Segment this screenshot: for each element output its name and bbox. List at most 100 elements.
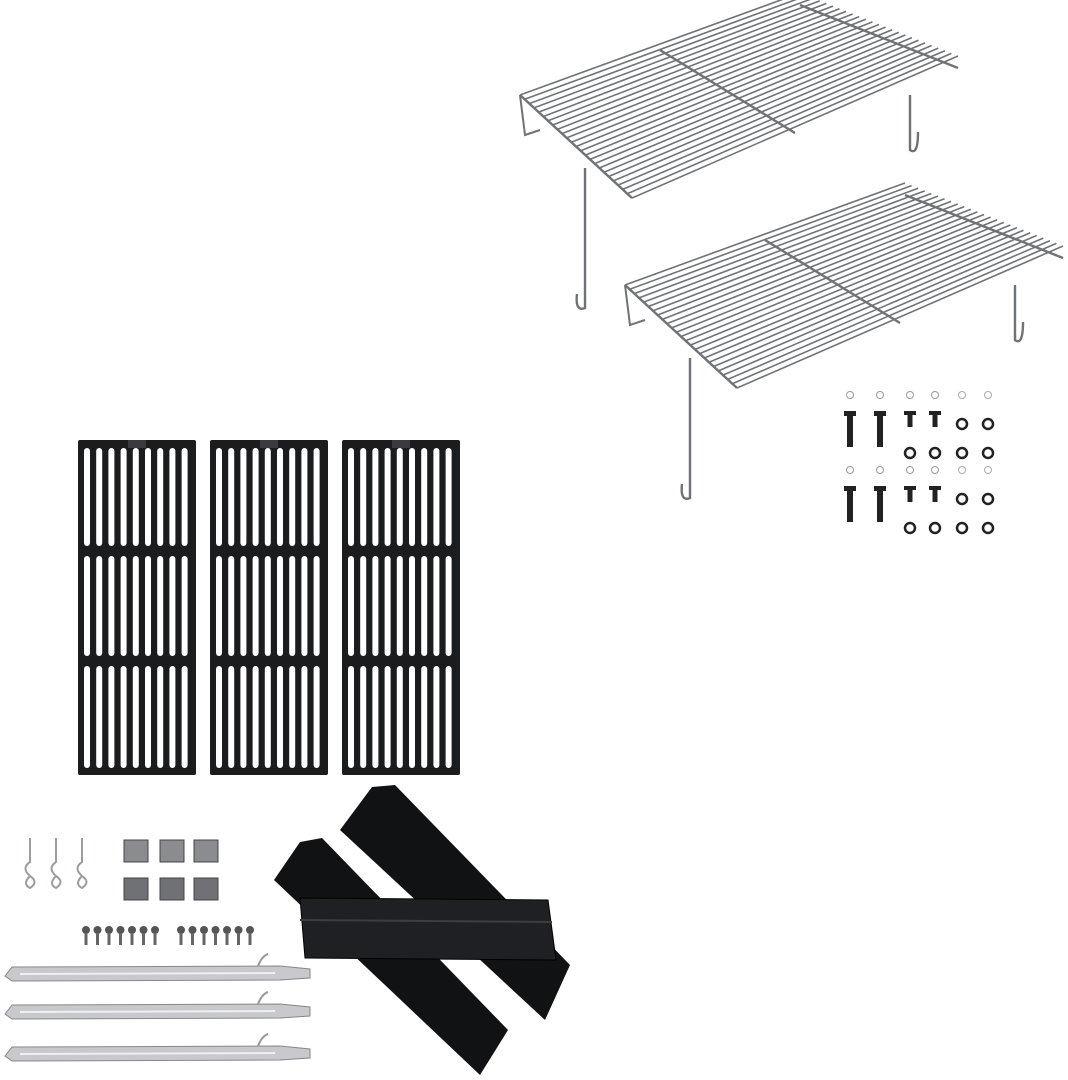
small-bolt-head [931, 466, 939, 474]
grate-notch [260, 440, 278, 448]
grate-slot [169, 556, 176, 656]
grate-slot [181, 448, 188, 546]
rack-wire [529, 0, 811, 105]
short-bolt [932, 413, 938, 427]
screw-head [105, 926, 113, 934]
grate-slot [301, 666, 308, 768]
grate-slot [421, 556, 428, 656]
burner-bracket [257, 1033, 269, 1047]
short-bolt [907, 413, 913, 427]
bolt-head [904, 411, 916, 415]
rack-frame-wire [904, 193, 1064, 260]
burner-tube [4, 953, 311, 982]
grate-slot [169, 448, 176, 546]
screw-shank [107, 933, 111, 945]
grate-slot [384, 448, 391, 546]
heat-plate [299, 897, 557, 961]
rack-leg [575, 168, 587, 310]
grate-slot [384, 666, 391, 768]
grate-slot [372, 556, 379, 656]
rack-wire [690, 219, 998, 346]
cooking-grate [78, 440, 196, 775]
rack-wire [566, 18, 867, 139]
plate-edge [299, 919, 553, 923]
grate-slot [120, 556, 127, 656]
mounting-bracket [159, 839, 185, 863]
screw-head [211, 926, 220, 934]
rack-wire [547, 8, 840, 122]
grate-slot [313, 448, 320, 546]
washer [903, 446, 917, 460]
bolt-head [929, 411, 941, 415]
grate-slot [360, 448, 367, 546]
rack-hardware-kit [844, 391, 995, 535]
long-bolt [877, 413, 883, 447]
rack-wire [657, 200, 952, 316]
grate-slot [145, 448, 151, 546]
grate-slot [132, 556, 139, 656]
washer [955, 492, 969, 506]
spring-clip [50, 838, 62, 890]
rack-wire [538, 2, 827, 113]
screw-head [223, 926, 231, 934]
warming-rack [519, 0, 959, 310]
cooking-grate [342, 440, 460, 775]
grate-slot [421, 448, 428, 546]
rack-wire [680, 213, 985, 338]
rack-wire [524, 0, 798, 101]
rack-wire [561, 15, 860, 135]
washer [928, 446, 942, 460]
grate-slot [108, 556, 115, 656]
washer [955, 417, 969, 431]
grate-slot [181, 666, 188, 768]
rack-wire [722, 237, 1044, 376]
grate-slot [157, 556, 164, 656]
grate-slot [396, 666, 403, 768]
washer [981, 492, 995, 506]
grate-slot [348, 556, 354, 656]
bolt-head [844, 486, 856, 491]
rack-wire [608, 42, 926, 178]
rack-wire [585, 29, 893, 156]
rack-wire [575, 23, 880, 148]
grate-slot [433, 666, 440, 768]
grate-slot [157, 666, 164, 768]
washer [981, 521, 995, 535]
bolt-head [929, 486, 941, 490]
washer [928, 521, 942, 535]
grate-slot [228, 448, 235, 546]
grate-slot [157, 448, 164, 546]
grate-slot [132, 666, 139, 768]
rack-wire [519, 0, 784, 96]
rack-wire [732, 242, 1057, 385]
rack-wire [676, 211, 978, 333]
screw-shank [179, 933, 183, 945]
rack-wire [666, 205, 965, 325]
burner-highlight [19, 1010, 276, 1013]
grate-slot [120, 448, 127, 546]
screw-shank [237, 933, 240, 945]
screw-head [139, 926, 148, 934]
grate-slot [252, 556, 259, 656]
rack-side-hook [519, 94, 541, 137]
screw-head [246, 926, 254, 934]
bolt-head [874, 486, 886, 491]
grate-notch [392, 440, 410, 448]
grate-slot [96, 556, 103, 656]
rack-wire [662, 203, 958, 321]
rack-wire [580, 26, 886, 152]
rack-wire [704, 226, 1018, 359]
grate-slot [228, 666, 235, 768]
grate-slot [360, 556, 367, 656]
short-bolt [932, 488, 938, 502]
rack-wire [617, 47, 939, 186]
rack-wire [699, 224, 1011, 355]
screw-shank [191, 933, 194, 945]
rack-wire [629, 184, 912, 291]
rack-wire [571, 21, 873, 143]
burner-tubes [4, 953, 311, 1062]
nut [984, 391, 992, 399]
nut [958, 391, 966, 399]
washer [903, 521, 917, 535]
grate-slot [240, 666, 247, 768]
